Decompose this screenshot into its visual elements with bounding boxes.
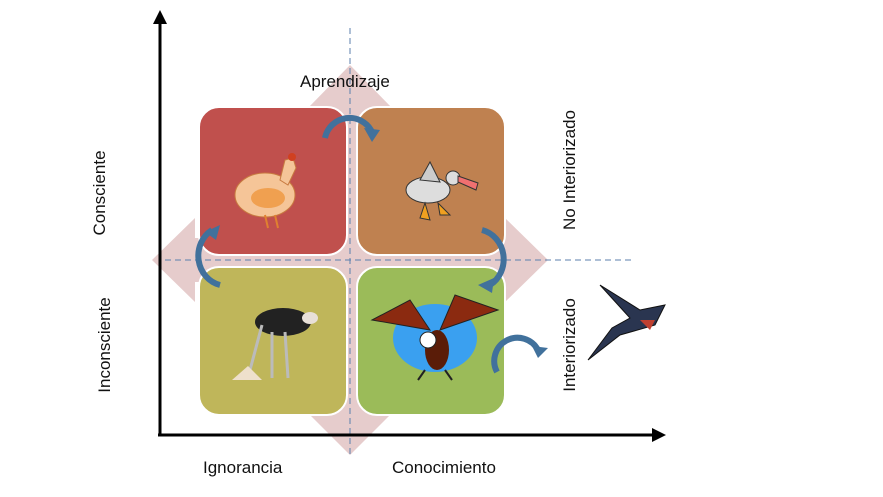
hen-icon: [234, 153, 297, 229]
arrow-right: [481, 227, 507, 288]
label-aprendizaje: Aprendizaje: [300, 72, 390, 91]
arrow-left: [195, 227, 221, 288]
y-axis-arrowhead: [153, 10, 167, 24]
eagle-icon: [370, 294, 500, 381]
duck-icon: [405, 160, 479, 221]
arrow-top: [322, 114, 375, 139]
arrow-heads: [205, 128, 548, 358]
ostrich-icon: [232, 308, 318, 380]
label-ignorancia: Ignorancia: [203, 458, 283, 477]
x-axis-arrowhead: [652, 428, 666, 442]
label-no-interiorizado: No Interiorizado: [560, 110, 579, 231]
label-inconsciente: Inconsciente: [95, 297, 114, 393]
label-conocimiento: Conocimiento: [392, 458, 496, 477]
label-consciente: Consciente: [90, 150, 109, 236]
cycle-arrows: [195, 114, 541, 374]
label-interiorizado: Interiorizado: [560, 298, 579, 392]
arrow-out: [491, 334, 541, 374]
swallow-icon: [587, 284, 666, 361]
